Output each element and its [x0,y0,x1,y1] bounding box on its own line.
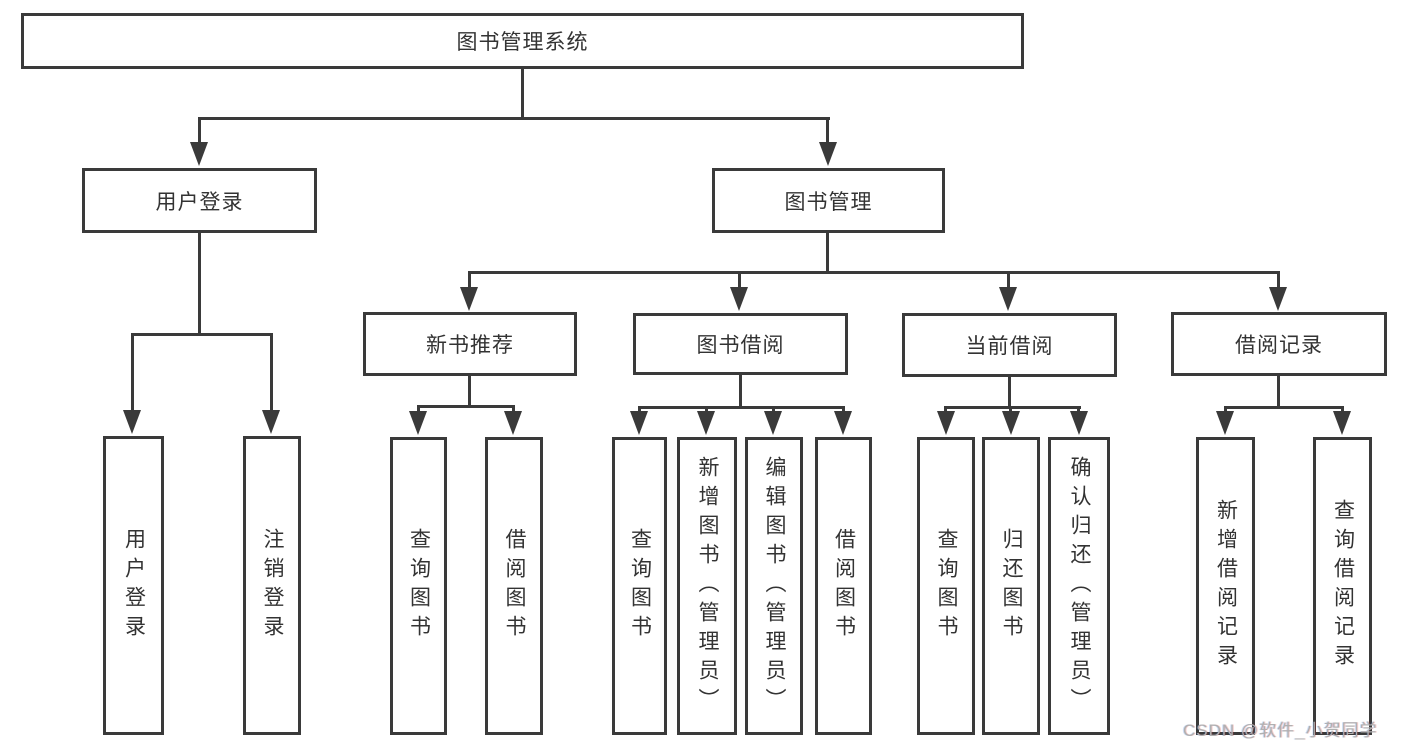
leaf-add-borrow-record-label: 新增借阅记录 [1214,499,1238,673]
node-root-label: 图书管理系统 [456,31,589,54]
connector-stub [738,271,741,288]
connector-stub [1009,406,1012,413]
connector-current-drop [1008,377,1011,408]
leaf-query-borrow-record: 查询借阅记录 [1313,437,1372,735]
arrow-down-icon [190,142,208,166]
node-book-management: 图书管理 [712,168,945,233]
connector-stub [826,117,829,144]
leaf-borrow-books: 借阅图书 [815,437,872,735]
node-root: 图书管理系统 [21,13,1024,69]
connector-borrow-drop [739,374,742,408]
arrow-down-icon [1070,411,1088,435]
arrow-down-icon [697,411,715,435]
node-borrow-records-label: 借阅记录 [1235,334,1323,357]
connector-stub [1077,406,1080,413]
connector-stub [944,406,947,413]
arrow-down-icon [409,411,427,435]
leaf-user-login: 用户登录 [103,436,164,735]
leaf-edit-books-admin-label: 编辑图书（管理员） [763,455,787,717]
connector-user-login-bus [131,333,273,336]
leaf-add-books-admin-label: 新增图书（管理员） [696,455,720,717]
arrow-down-icon [1269,287,1287,311]
leaf-query-books-recommend: 查询图书 [390,437,447,735]
leaf-borrow-books-label: 借阅图书 [832,528,856,644]
arrow-down-icon [819,142,837,166]
arrow-down-icon [1333,411,1351,435]
node-current-borrow: 当前借阅 [902,313,1117,377]
connector-stub [468,271,471,288]
connector-stub [638,406,641,413]
leaf-logout: 注销登录 [243,436,301,735]
node-book-borrow-label: 图书借阅 [696,334,785,357]
arrow-down-icon [1002,411,1020,435]
arrow-down-icon [730,287,748,311]
connector-records-bus [1224,406,1344,409]
arrow-down-icon [1216,411,1234,435]
arrow-down-icon [123,410,141,434]
connector-stub [1007,271,1010,288]
connector-stub [198,117,201,144]
leaf-add-books-admin: 新增图书（管理员） [677,437,737,735]
connector-root-drop [521,69,524,119]
connector-stub [512,405,515,413]
node-current-borrow-label: 当前借阅 [965,335,1054,358]
connector-stub [1224,406,1227,413]
connector-stub [772,406,775,413]
leaf-confirm-return-admin-label: 确认归还（管理员） [1068,455,1092,717]
node-new-book-recommend-label: 新书推荐 [426,334,514,357]
leaf-borrow-books-recommend: 借阅图书 [485,437,543,735]
connector-new-rec-drop [468,376,471,407]
arrow-down-icon [834,411,852,435]
connector-stub [131,333,134,412]
arrow-down-icon [630,411,648,435]
connector-stub [1277,271,1280,288]
connector-new-rec-bus [417,405,515,408]
node-borrow-records: 借阅记录 [1171,312,1387,376]
leaf-query-borrow-record-label: 查询借阅记录 [1331,499,1355,673]
connector-current-bus [944,406,1081,409]
connector-stub [842,406,845,413]
leaf-query-books-recommend-label: 查询图书 [407,528,431,644]
node-new-book-recommend: 新书推荐 [363,312,577,376]
arrow-down-icon [764,411,782,435]
leaf-user-login-label: 用户登录 [122,527,146,644]
connector-borrow-bus [638,406,844,409]
arrow-down-icon [460,287,478,311]
leaf-logout-label: 注销登录 [261,527,285,644]
connector-records-drop [1277,376,1280,408]
arrow-down-icon [504,411,522,435]
node-book-borrow: 图书借阅 [633,313,848,375]
csdn-watermark: CSDN @软件_小贺同学 [1183,721,1378,740]
connector-stub [417,405,420,413]
connector-book-mgmt-drop [826,233,829,273]
connector-stub [270,333,273,412]
leaf-edit-books-admin: 编辑图书（管理员） [745,437,803,735]
node-user-login: 用户登录 [82,168,317,233]
leaf-borrow-books-recommend-label: 借阅图书 [503,528,527,644]
connector-stub [705,406,708,413]
leaf-return-books-label: 归还图书 [1000,528,1024,644]
node-user-login-label: 用户登录 [155,190,244,214]
connector-user-login-drop [198,233,201,335]
leaf-query-books-current: 查询图书 [917,437,975,735]
leaf-add-borrow-record: 新增借阅记录 [1196,437,1255,735]
leaf-query-books-borrow: 查询图书 [612,437,667,735]
node-book-management-label: 图书管理 [784,190,873,214]
leaf-confirm-return-admin: 确认归还（管理员） [1048,437,1110,735]
leaf-query-books-borrow-label: 查询图书 [628,528,652,644]
leaf-return-books: 归还图书 [982,437,1040,735]
connector-stub [1341,406,1344,413]
connector-level3-bus [468,271,1280,274]
arrow-down-icon [937,411,955,435]
arrow-down-icon [999,287,1017,311]
connector-level2-bus [198,117,830,120]
arrow-down-icon [262,410,280,434]
leaf-query-books-current-label: 查询图书 [935,528,959,644]
